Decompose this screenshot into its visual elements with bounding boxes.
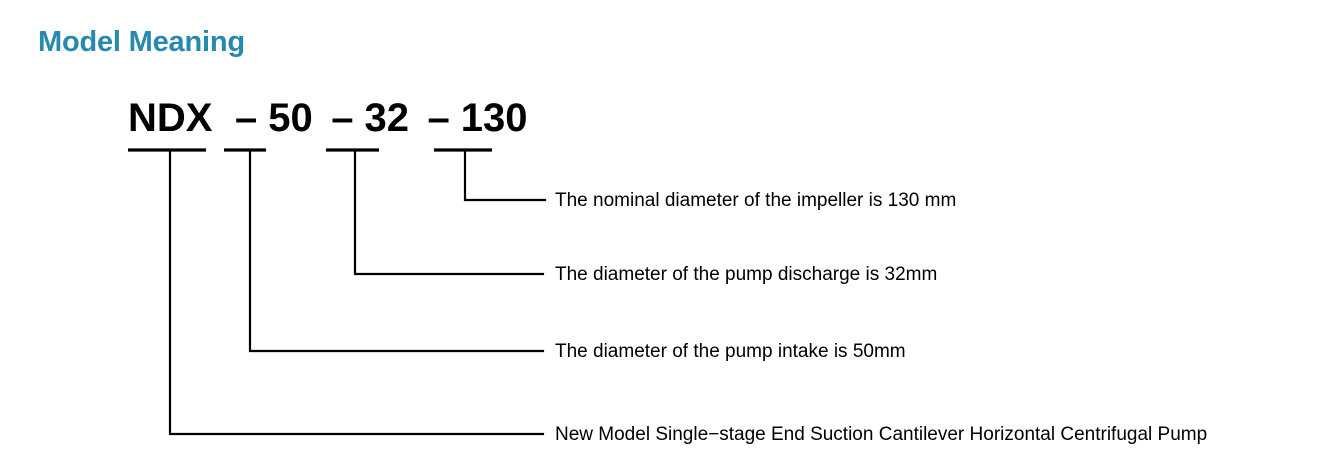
callout-label-impeller: The nominal diameter of the impeller is …: [555, 190, 957, 211]
leader-intake: [248, 148, 545, 353]
callout-label-model: New Model Single−stage End Suction Canti…: [555, 424, 1208, 445]
model-code: NDX–50–32–130: [128, 96, 539, 141]
leader-discharge: [353, 148, 545, 276]
page-title: Model Meaning: [38, 26, 245, 58]
model-segment-impeller: 130: [460, 96, 528, 140]
leader-model: [168, 148, 545, 436]
model-segment-intake: 50: [268, 96, 313, 140]
model-separator-1: –: [235, 96, 258, 140]
callout-label-discharge: The diameter of the pump discharge is 32…: [555, 264, 938, 285]
callout-label-intake: The diameter of the pump intake is 50mm: [555, 341, 906, 362]
model-segment-prefix: NDX: [128, 96, 213, 140]
leader-impeller: [463, 148, 547, 202]
model-separator-3: –: [427, 96, 450, 140]
model-segment-discharge: 32: [364, 96, 410, 140]
model-separator-2: –: [331, 96, 354, 140]
